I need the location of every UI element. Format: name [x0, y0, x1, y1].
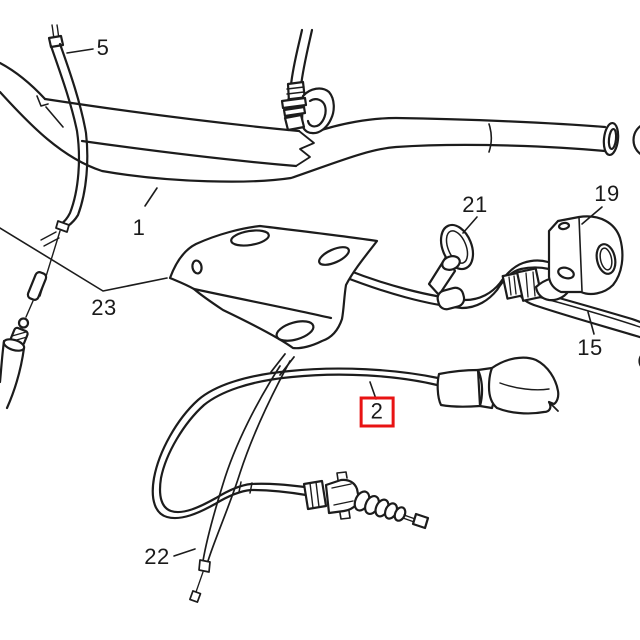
highlight-box: 2 [359, 396, 395, 428]
leader-lines [0, 48, 603, 557]
brake-assembly [501, 215, 640, 339]
callout-2[interactable]: 2 [359, 396, 395, 428]
callout-23[interactable]: 23 [91, 295, 117, 320]
callout-22[interactable]: 22 [144, 544, 170, 569]
clamp-bracket [427, 223, 475, 311]
cable-5 [0, 24, 89, 410]
callout-19[interactable]: 19 [594, 181, 620, 206]
hose-behind-bracket [340, 259, 551, 310]
handlebar [0, 61, 620, 183]
callout-5[interactable]: 5 [96, 35, 110, 60]
callout-15[interactable]: 15 [577, 335, 603, 360]
callout-21[interactable]: 21 [462, 192, 488, 217]
bracket-plate [168, 224, 379, 350]
cable-22 [189, 360, 291, 603]
throttle-clamp [280, 28, 335, 135]
clutch-cable [151, 356, 560, 530]
callout-1[interactable]: 1 [132, 215, 146, 240]
